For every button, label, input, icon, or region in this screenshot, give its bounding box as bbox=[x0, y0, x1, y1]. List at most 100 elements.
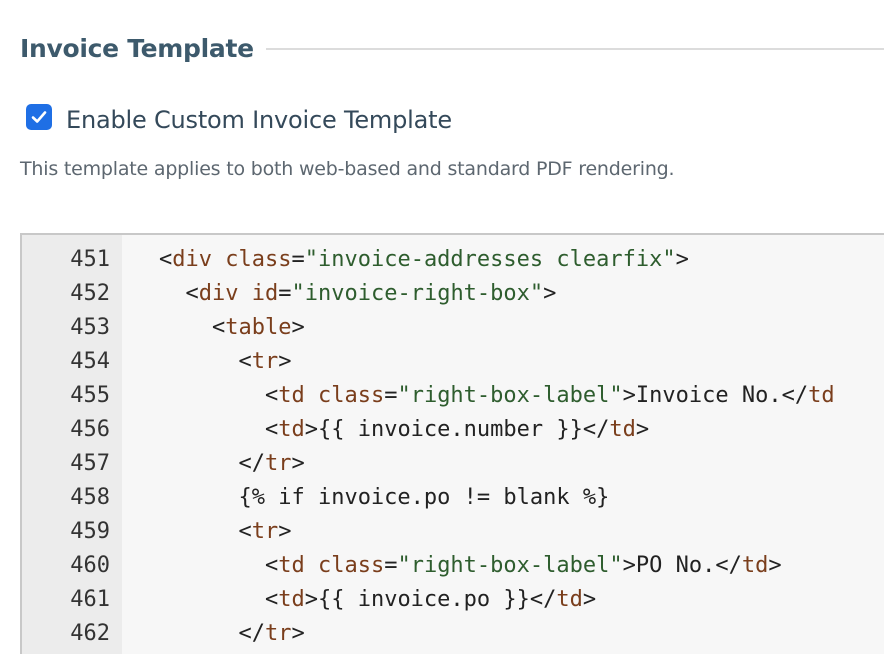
code-token-tag: td bbox=[278, 417, 305, 442]
line-number: 459 bbox=[70, 519, 110, 544]
code-token-tag: td bbox=[609, 417, 636, 442]
code-token-bracket: > bbox=[278, 349, 292, 374]
code-token-attr: class bbox=[225, 247, 292, 272]
line-number: 456 bbox=[70, 417, 110, 442]
code-token-attr: id bbox=[251, 281, 279, 306]
code-line[interactable]: <td class="right-box-label">Invoice No.<… bbox=[159, 379, 884, 413]
line-number: 452 bbox=[70, 281, 110, 306]
code-token-bracket: </ bbox=[238, 621, 265, 646]
code-token-tag: td bbox=[278, 383, 305, 408]
section-header: Invoice Template bbox=[20, 28, 884, 68]
code-token-bracket: < bbox=[238, 519, 252, 544]
code-token-bracket: </ bbox=[715, 553, 742, 578]
code-line[interactable]: <tr> bbox=[159, 345, 884, 379]
code-token-bracket: < bbox=[264, 383, 279, 408]
code-token-bracket: > bbox=[635, 417, 650, 442]
code-token-tag: tr bbox=[251, 349, 279, 374]
code-line[interactable]: <div id="invoice-right-box"> bbox=[159, 277, 884, 311]
code-token-bracket: > bbox=[675, 247, 689, 272]
code-token-bracket: > bbox=[543, 281, 557, 306]
code-token-attr: class bbox=[317, 553, 385, 578]
code-token-text: = bbox=[291, 247, 305, 272]
code-token-bracket: < bbox=[264, 417, 279, 442]
code-token-bracket: </ bbox=[238, 451, 265, 476]
section-title: Invoice Template bbox=[20, 33, 254, 63]
code-line[interactable]: <td class="right-box-label">PO No.</td> bbox=[159, 549, 884, 583]
code-token-attr: class bbox=[317, 383, 385, 408]
code-token-bracket: </ bbox=[529, 587, 557, 612]
code-token-text bbox=[212, 247, 225, 272]
code-line[interactable]: <td>{{ invoice.number }}</td> bbox=[159, 413, 884, 447]
code-line[interactable]: <tr> bbox=[159, 515, 884, 549]
code-token-text: {% if invoice.po != blank %} bbox=[238, 485, 610, 510]
code-token-bracket: > bbox=[622, 553, 636, 578]
code-token-bracket: > bbox=[291, 315, 305, 340]
code-token-text: = bbox=[384, 383, 398, 408]
line-number: 455 bbox=[70, 383, 110, 408]
code-token-tag: td bbox=[278, 587, 305, 612]
code-token-tag: td bbox=[808, 383, 835, 408]
code-token-bracket: < bbox=[264, 553, 279, 578]
code-token-tag: tr bbox=[251, 519, 279, 544]
line-number: 453 bbox=[70, 315, 110, 340]
code-token-bracket: </ bbox=[582, 417, 610, 442]
code-token-str: "right-box-label" bbox=[397, 383, 623, 408]
template-description: This template applies to both web-based … bbox=[20, 158, 675, 180]
code-token-tag: tr bbox=[264, 621, 292, 646]
line-number: 457 bbox=[70, 451, 110, 476]
code-line[interactable]: <td>{{ invoice.po }}</td> bbox=[159, 583, 884, 617]
code-token-tag: tr bbox=[264, 451, 292, 476]
code-token-bracket: > bbox=[291, 621, 305, 646]
code-line[interactable]: </tr> bbox=[159, 617, 884, 651]
code-token-bracket: </ bbox=[781, 383, 809, 408]
code-token-text bbox=[239, 281, 252, 306]
enable-custom-template-option[interactable]: Enable Custom Invoice Template bbox=[26, 102, 452, 138]
code-content[interactable]: <div class="invoice-addresses clearfix">… bbox=[122, 235, 884, 654]
code-token-tag: td bbox=[278, 553, 305, 578]
code-line[interactable]: {% if invoice.po != blank %} bbox=[159, 481, 884, 515]
code-line[interactable]: <table> bbox=[159, 311, 884, 345]
line-number: 458 bbox=[70, 485, 110, 510]
code-token-bracket: < bbox=[159, 247, 173, 272]
code-token-text: {{ invoice.number }} bbox=[317, 417, 583, 442]
code-token-text: {{ invoice.po }} bbox=[317, 587, 530, 612]
code-token-tag: table bbox=[225, 315, 292, 340]
enable-custom-template-label[interactable]: Enable Custom Invoice Template bbox=[66, 106, 452, 134]
line-number: 460 bbox=[70, 553, 110, 578]
code-token-text: = bbox=[384, 553, 398, 578]
enable-custom-template-checkbox[interactable] bbox=[26, 104, 52, 130]
code-token-text bbox=[305, 553, 318, 578]
code-token-text: Invoice No. bbox=[635, 383, 782, 408]
code-token-tag: div bbox=[198, 281, 239, 306]
code-token-bracket: < bbox=[238, 349, 252, 374]
code-line[interactable]: </tr> bbox=[159, 447, 884, 481]
code-token-bracket: > bbox=[278, 519, 292, 544]
checkmark-icon bbox=[31, 111, 47, 123]
line-number: 451 bbox=[70, 247, 110, 272]
code-token-bracket: < bbox=[185, 281, 199, 306]
code-token-bracket: > bbox=[304, 417, 318, 442]
code-line[interactable]: <div class="invoice-addresses clearfix"> bbox=[159, 243, 884, 277]
code-token-str: "invoice-right-box" bbox=[291, 281, 544, 306]
code-token-tag: td bbox=[556, 587, 583, 612]
line-number-gutter: 451 452 453 454 455 456 457 458 459 460 461 462 bbox=[22, 235, 122, 654]
code-token-bracket: > bbox=[291, 451, 305, 476]
code-token-bracket: > bbox=[622, 383, 636, 408]
code-token-bracket: > bbox=[304, 587, 318, 612]
code-token-tag: td bbox=[741, 553, 769, 578]
code-token-bracket: > bbox=[768, 553, 782, 578]
code-token-text bbox=[305, 383, 318, 408]
code-token-tag: div bbox=[172, 247, 212, 272]
section-divider bbox=[265, 48, 884, 50]
code-token-bracket: < bbox=[211, 315, 226, 340]
code-token-bracket: < bbox=[264, 587, 279, 612]
line-number: 462 bbox=[70, 621, 110, 646]
line-number: 461 bbox=[70, 587, 110, 612]
code-token-bracket: > bbox=[582, 587, 597, 612]
code-token-text: PO No. bbox=[635, 553, 716, 578]
code-token-str: "right-box-label" bbox=[397, 553, 623, 578]
code-token-str: "invoice-addresses clearfix" bbox=[304, 247, 676, 272]
line-number: 454 bbox=[70, 349, 110, 374]
code-token-text: = bbox=[278, 281, 292, 306]
